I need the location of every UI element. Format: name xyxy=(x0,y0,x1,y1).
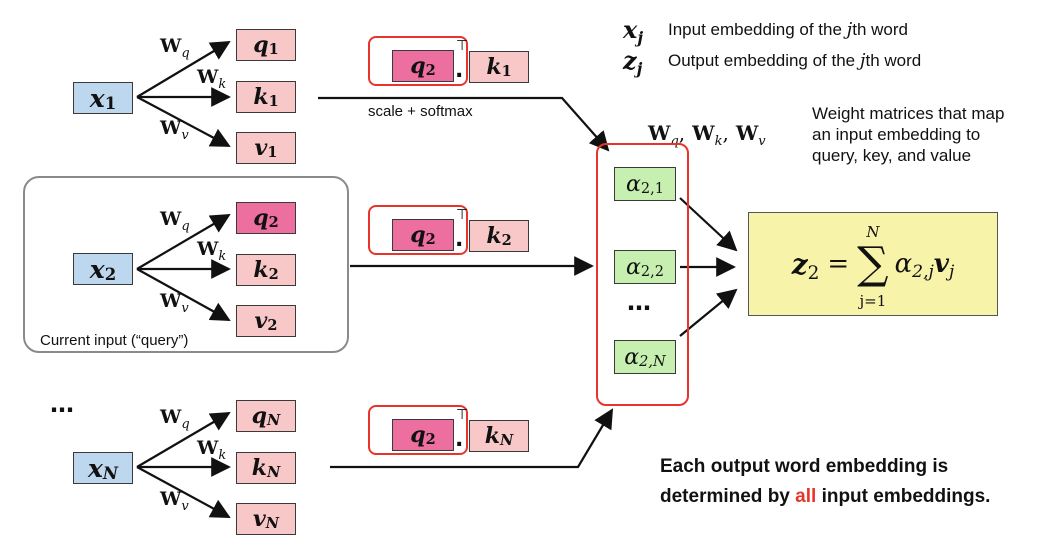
arrow-alpha1-sum xyxy=(679,197,738,252)
conclusion-text: Each output word embedding is determined… xyxy=(660,452,990,512)
weight-q-label: Wq xyxy=(160,35,190,61)
arrow-kN-alpha xyxy=(330,408,614,469)
dot-product-symbol: . xyxy=(455,227,464,252)
current-input-frame xyxy=(23,176,349,353)
arrow-xN-vN xyxy=(136,466,231,518)
query-highlight-frame-1 xyxy=(368,36,468,86)
alpha-ellipsis: … xyxy=(627,288,653,316)
transpose-symbol: ⊤ xyxy=(456,207,469,223)
weight-q-label: Wq xyxy=(160,208,190,234)
sigma-symbol: ∑ xyxy=(857,238,889,289)
scale-softmax-label: scale + softmax xyxy=(368,103,473,120)
sum-alpha: α2,j xyxy=(894,249,934,283)
weight-v-label: Wv xyxy=(160,488,189,514)
arrow-x1-q1 xyxy=(136,40,231,98)
weight-k-label: Wk xyxy=(197,437,227,463)
conclusion-line-2: determined by all input embeddings. xyxy=(660,486,991,507)
input-ellipsis: … xyxy=(50,390,76,418)
sum-sigma-block: N ∑ j=1 xyxy=(857,223,889,310)
arrow-alphaN-sum xyxy=(679,288,738,337)
arrow-xN-qN xyxy=(136,411,231,468)
query-highlight-frame-2 xyxy=(368,205,468,255)
legend-z-text: Output embedding of the jth word xyxy=(668,50,922,71)
arrow-x2-q2 xyxy=(136,213,231,270)
sum-z2: z2 xyxy=(791,247,820,285)
query-highlight-frame-N xyxy=(368,405,468,455)
attention-weights-frame xyxy=(596,143,689,406)
weight-matrices-description: Weight matrices that map an input embedd… xyxy=(812,104,1005,165)
sum-v: vj xyxy=(933,249,955,283)
transpose-symbol: ⊤ xyxy=(456,407,469,423)
weight-k-label: Wk xyxy=(197,66,227,92)
arrow-k1-alpha xyxy=(318,96,610,152)
weight-matrices-label: Wq, Wk, Wv xyxy=(648,121,766,149)
sum-lower-limit: j=1 xyxy=(859,292,887,310)
output-sum-formula: z2 = N ∑ j=1 α2,j vj xyxy=(748,212,998,316)
sum-upper-limit: N xyxy=(866,223,880,241)
current-input-label: Current input (“query”) xyxy=(40,332,189,349)
sum-equals: = xyxy=(827,249,850,279)
legend-x-text: Input embedding of the jth word xyxy=(668,19,908,40)
weight-v-label: Wv xyxy=(160,290,189,316)
conclusion-line-1: Each output word embedding is xyxy=(660,456,949,477)
dot-product-symbol: . xyxy=(455,58,464,83)
conclusion-highlight-all: all xyxy=(795,486,817,507)
weight-q-label: Wq xyxy=(160,406,190,432)
weight-k-label: Wk xyxy=(197,238,227,264)
arrow-x1-v1 xyxy=(136,96,231,147)
legend-z-symbol: zj xyxy=(623,46,643,79)
arrow-x2-v2 xyxy=(136,268,231,321)
legend-x-symbol: xj xyxy=(623,15,644,48)
dot-product-symbol: . xyxy=(455,427,464,452)
transpose-symbol: ⊤ xyxy=(456,38,469,54)
weight-v-label: Wv xyxy=(160,117,189,143)
